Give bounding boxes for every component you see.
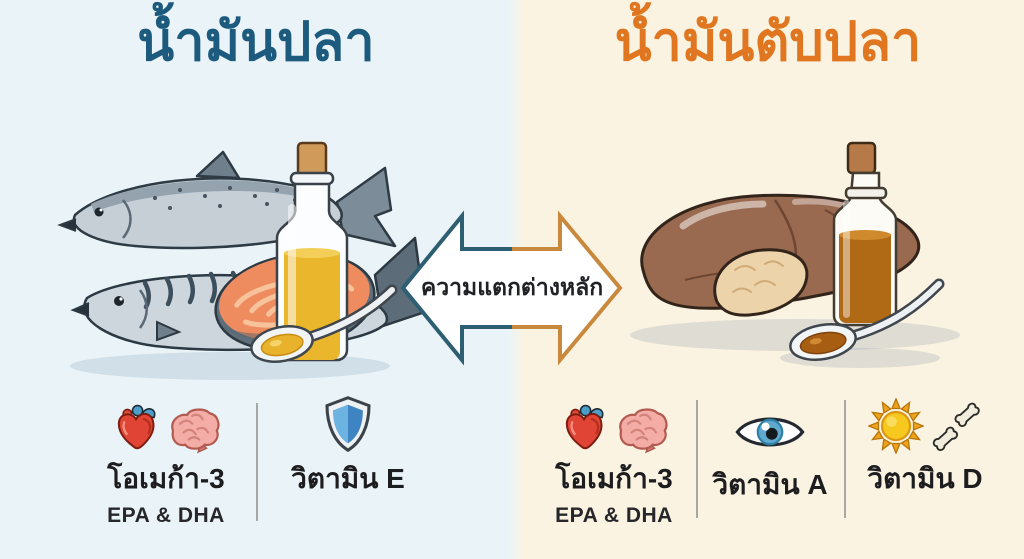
- vitamin-d-icons: [867, 394, 983, 454]
- benefit-label: วิตามิน D: [867, 463, 983, 494]
- right-benefit-omega3: โอเมก้า-3 EPA & DHA: [540, 394, 688, 528]
- comparison-arrow-label: ความแตกต่างหลัก: [420, 274, 604, 300]
- right-benefit-vitamin-d: วิตามิน D: [855, 394, 995, 501]
- spoon-of-oil-illustration: [789, 278, 945, 361]
- benefit-label: วิตามิน E: [291, 463, 405, 494]
- joint-icon: [930, 401, 981, 453]
- back-fish-illustration: [57, 150, 397, 250]
- benefit-label: โอเมก้า-3: [555, 463, 673, 494]
- cod-liver-oil-bottle-illustration: [832, 141, 898, 327]
- spoon-of-oil-illustration: [250, 284, 398, 363]
- brain-icon: [618, 408, 667, 454]
- right-panel-title: น้ำมันตับปลา: [614, 12, 922, 72]
- benefit-sublabel: EPA & DHA: [555, 504, 673, 527]
- benefit-label: วิตามิน A: [712, 469, 828, 500]
- fish-oil-illustration: [57, 141, 427, 380]
- vitamin-e-icons: [320, 394, 376, 454]
- left-benefits-divider: [256, 403, 258, 521]
- comparison-arrow: [400, 210, 623, 366]
- cod-liver-oil-illustration: [630, 141, 960, 368]
- shield-icon: [325, 396, 371, 453]
- left-panel-title: น้ำมันปลา: [137, 12, 375, 72]
- right-benefits-divider-2: [844, 400, 846, 518]
- left-benefit-omega3: โอเมก้า-3 EPA & DHA: [90, 394, 242, 528]
- omega3-icons: [111, 394, 222, 454]
- brain-icon: [170, 408, 219, 454]
- eye-icon: [735, 417, 805, 447]
- right-benefit-vitamin-a: วิตามิน A: [710, 394, 830, 507]
- heart-icon: [565, 404, 603, 450]
- omega3-icons: [559, 394, 670, 454]
- vitamin-a-icons: [732, 394, 808, 460]
- sun-icon: [867, 398, 924, 454]
- benefit-sublabel: EPA & DHA: [107, 504, 225, 527]
- left-benefit-vitamin-e: วิตามิน E: [283, 394, 413, 501]
- heart-icon: [117, 404, 155, 450]
- benefit-label: โอเมก้า-3: [107, 463, 225, 494]
- right-benefits-divider-1: [696, 400, 698, 518]
